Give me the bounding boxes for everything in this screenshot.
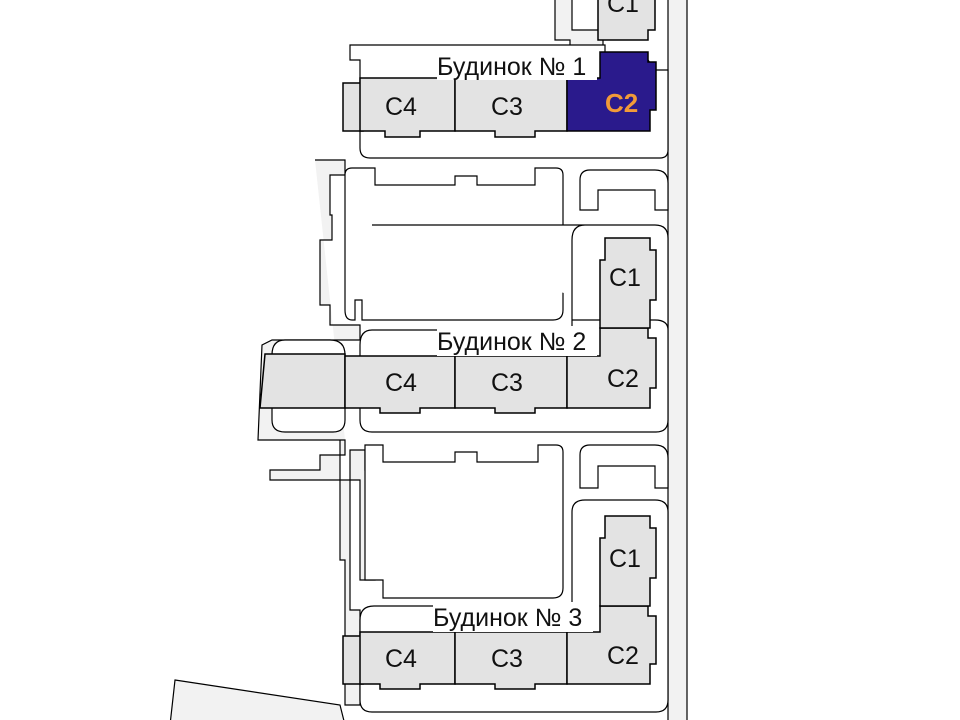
house-2-section-c3[interactable] — [454, 355, 568, 414]
house-1-title: Будинок № 1 — [437, 53, 586, 81]
house-3-section-c2[interactable] — [566, 605, 657, 685]
house-2-annex — [259, 353, 346, 409]
house-2-title: Будинок № 2 — [437, 328, 586, 356]
house-1-section-c1[interactable] — [597, 0, 656, 41]
house-3-title: Будинок № 3 — [433, 604, 582, 632]
driveway-upper — [554, 0, 604, 53]
house-2-section-c4[interactable] — [344, 355, 456, 414]
house-3-section-c4[interactable] — [359, 631, 456, 690]
left-road — [169, 679, 345, 720]
house-2-section-c2[interactable] — [566, 327, 657, 409]
courtyard-2 — [364, 444, 564, 599]
house-3-section-c1[interactable] — [599, 515, 657, 607]
house-3: Будинок № 3 С4 С3 С2 С1 — [342, 515, 657, 690]
house-1-section-c2[interactable] — [566, 51, 657, 132]
house-3-section-c3[interactable] — [454, 631, 568, 690]
house-2-section-c1[interactable] — [599, 237, 657, 329]
parking-2 — [579, 444, 669, 489]
house-1-section-c3[interactable] — [454, 77, 568, 138]
parking-1 — [579, 169, 669, 211]
house-1-section-c4[interactable] — [359, 77, 456, 138]
main-road — [667, 0, 688, 720]
